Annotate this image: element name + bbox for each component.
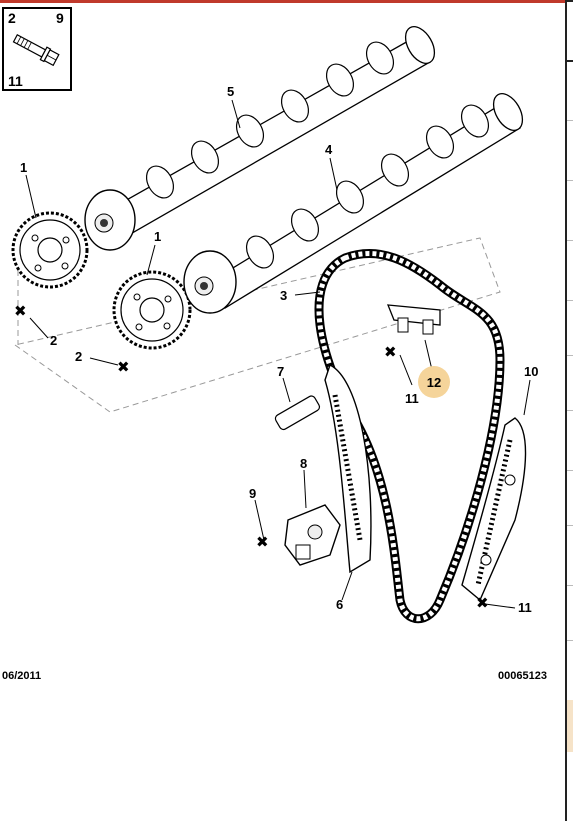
callout-7: 7 bbox=[277, 364, 285, 379]
tensioner-guide bbox=[324, 364, 372, 574]
footer-date: 06/2011 bbox=[2, 670, 42, 682]
callout-1-lower: 1 bbox=[154, 229, 162, 244]
right-panel-edge bbox=[565, 0, 573, 821]
camshaft-exhaust bbox=[99, 26, 436, 241]
sprocket-lower bbox=[112, 270, 192, 350]
callout-9: 9 bbox=[249, 486, 257, 501]
inset-label-2: 2 bbox=[8, 10, 16, 26]
inset-label-11: 11 bbox=[8, 73, 23, 89]
bolt-icon bbox=[12, 34, 60, 67]
svg-text:✖: ✖ bbox=[256, 533, 269, 551]
callout-1-upper: 1 bbox=[20, 160, 28, 175]
top-accent-bar bbox=[0, 0, 565, 3]
bolt-markers: ✖ ✖ ✖ ✖ ✖ bbox=[14, 302, 489, 612]
callout-11-lower: 11 bbox=[518, 600, 532, 615]
svg-text:✖: ✖ bbox=[117, 358, 130, 376]
callout-4: 4 bbox=[325, 142, 333, 157]
chain-guide-upper bbox=[387, 304, 441, 335]
hydraulic-tensioner bbox=[284, 504, 341, 566]
inset-label-9: 9 bbox=[56, 10, 64, 26]
guide-pin bbox=[274, 395, 321, 431]
svg-text:✖: ✖ bbox=[384, 343, 397, 361]
footer-code: 00065123 bbox=[498, 670, 547, 682]
callout-5: 5 bbox=[227, 84, 235, 99]
callout-3: 3 bbox=[280, 288, 288, 303]
callout-2-right: 2 bbox=[75, 349, 83, 364]
sprocket-upper bbox=[11, 211, 89, 289]
callout-8: 8 bbox=[300, 456, 308, 471]
svg-text:✖: ✖ bbox=[476, 594, 489, 612]
callout-6: 6 bbox=[336, 597, 344, 612]
bolt-inset-panel: 2 9 11 bbox=[2, 7, 72, 91]
phaser-lower bbox=[183, 250, 237, 314]
camshaft-intake bbox=[204, 93, 524, 309]
callout-12: 12 bbox=[426, 374, 442, 390]
callout-12-highlight[interactable]: 12 bbox=[418, 366, 450, 398]
phaser-upper bbox=[84, 189, 136, 251]
callout-11-upper: 11 bbox=[405, 391, 419, 406]
callout-2-left: 2 bbox=[50, 333, 58, 348]
callout-10: 10 bbox=[524, 364, 539, 379]
svg-text:✖: ✖ bbox=[14, 302, 27, 320]
fixed-guide bbox=[461, 417, 527, 602]
